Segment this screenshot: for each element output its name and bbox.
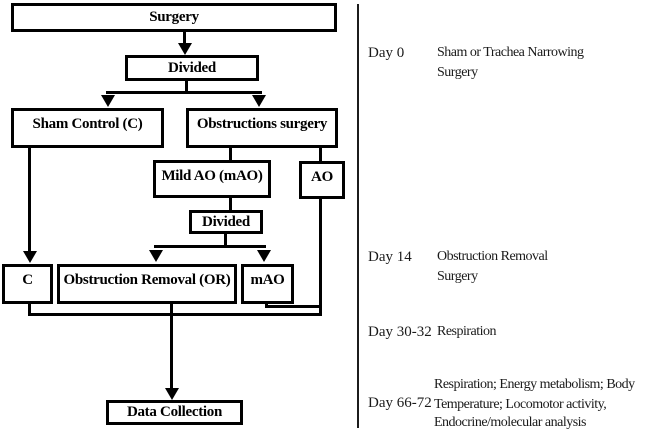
timeline-day-66-72-label: Day 66-72 bbox=[368, 395, 432, 411]
node-ao: AO bbox=[299, 161, 345, 199]
timeline-day-14-desc-line: Obstruction Removal bbox=[437, 249, 548, 264]
connector-divided-branch bbox=[106, 91, 262, 94]
arrowhead-into-sham-control bbox=[101, 95, 115, 107]
timeline-day-30-32-label: Day 30-32 bbox=[368, 324, 432, 340]
node-mild-ao: Mild AO (mAO) bbox=[153, 160, 271, 198]
connector-divided-mid-branch bbox=[154, 245, 266, 248]
connector-divided-stem bbox=[185, 81, 188, 92]
timeline-day-14-label: Day 14 bbox=[368, 249, 412, 265]
node-obstructions-surgery: Obstructions surgery bbox=[186, 108, 338, 148]
node-mao: mAO bbox=[241, 264, 294, 304]
timeline-day-66-72-desc-line: Temperature; Locomotor activity, bbox=[434, 397, 607, 412]
arrowhead-into-obstructions bbox=[252, 95, 266, 107]
connector-divided-mid-stem bbox=[224, 234, 227, 246]
connector-merge-bus bbox=[28, 313, 322, 316]
connector-mao-ao-link bbox=[265, 305, 322, 308]
arrowhead-into-mao bbox=[257, 250, 271, 262]
node-c: C bbox=[2, 264, 53, 304]
node-divided-mid: Divided bbox=[189, 210, 263, 234]
node-surgery: Surgery bbox=[11, 3, 337, 32]
connector-ao-down bbox=[319, 199, 322, 316]
timeline-day-0-desc-line: Sham or Trachea Narrowing bbox=[437, 45, 584, 60]
connector-obstructions-ao bbox=[319, 148, 322, 161]
node-obstruction-removal: Obstruction Removal (OR) bbox=[57, 264, 237, 304]
connector-sham-to-c bbox=[28, 148, 31, 253]
connector-mildao-divided bbox=[229, 198, 232, 210]
timeline-day-66-72-desc-line: Endocrine/molecular analysis bbox=[434, 415, 587, 429]
timeline-day-30-32-desc-line: Respiration bbox=[437, 324, 497, 339]
connector-obstructions-mildao bbox=[229, 148, 232, 160]
panel-divider-line bbox=[357, 4, 359, 428]
connector-or-to-data bbox=[170, 304, 173, 389]
arrowhead-into-obstruction-removal bbox=[149, 250, 163, 262]
timeline-day-66-72-desc-line: Respiration; Energy metabolism; Body bbox=[434, 377, 635, 392]
connector-surgery-divided bbox=[183, 32, 186, 45]
timeline-day-0-desc-line: Surgery bbox=[437, 65, 478, 80]
timeline-day-0-label: Day 0 bbox=[368, 45, 405, 61]
timeline-day-14-desc-line: Surgery bbox=[437, 269, 478, 284]
node-divided-top: Divided bbox=[125, 55, 259, 81]
arrowhead-into-c bbox=[23, 251, 37, 263]
node-data-collection: Data Collection bbox=[106, 400, 243, 425]
node-sham-control: Sham Control (C) bbox=[11, 108, 164, 148]
arrowhead-into-data-collection bbox=[165, 388, 179, 400]
connector-c-stub bbox=[28, 304, 31, 316]
arrowhead-into-divided-top bbox=[178, 43, 192, 55]
